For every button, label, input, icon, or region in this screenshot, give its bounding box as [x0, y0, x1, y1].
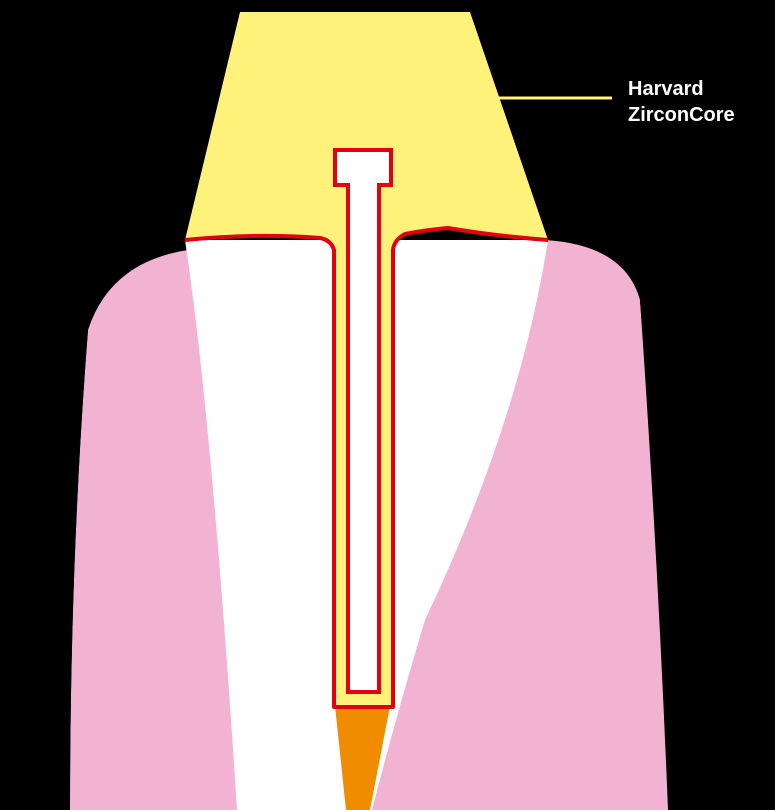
product-label-line1: Harvard: [628, 76, 735, 102]
product-label: Harvard ZirconCore: [628, 76, 735, 128]
product-label-line2: ZirconCore: [628, 102, 735, 128]
